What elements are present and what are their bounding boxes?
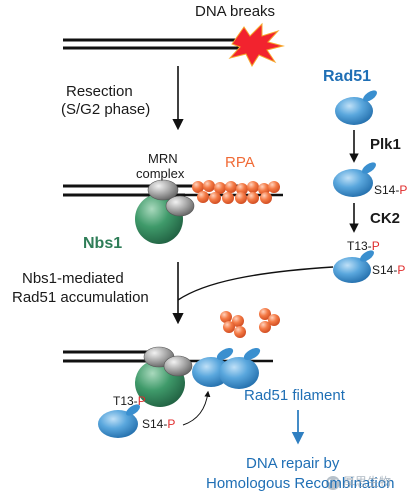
ck2-label: CK2: [370, 210, 401, 227]
watermark-text: 厚思生物: [343, 475, 392, 489]
rpa-bead: [247, 181, 259, 193]
rpa-bead: [247, 192, 259, 204]
rpa-cluster-bound: [192, 180, 280, 204]
rad51-title-label: Rad51: [323, 68, 372, 85]
bottom-t13p-site-label: T13-P: [113, 395, 146, 407]
rpa-bead: [203, 180, 215, 192]
rpa-bead: [222, 192, 234, 204]
rpa-bead: [197, 191, 209, 203]
phospho-mark: P: [399, 183, 408, 197]
watermark-badge: [326, 476, 340, 490]
dna-breaks-label: DNA breaks: [195, 3, 276, 20]
mrn-complex-label-line1: MRN: [148, 151, 178, 166]
intact-dna: [63, 38, 245, 50]
rad51-filament-label: Rad51 filament: [244, 387, 345, 404]
rpa-bead: [268, 181, 280, 193]
phospho-mark: P: [167, 417, 176, 431]
accumulation-label-line2: Rad51 accumulation: [12, 289, 149, 306]
mrn-complex-label-line2: complex: [136, 166, 185, 181]
mrn-complex: [147, 179, 195, 217]
rpa-label: RPA: [225, 154, 255, 171]
s14-text: S14-: [372, 263, 398, 277]
s14-text: S14-: [142, 417, 168, 431]
bottom-s14p-site-label: S14-P: [142, 418, 175, 430]
rpa-bead: [258, 183, 270, 195]
merge-arrow-curve: [177, 266, 334, 301]
accumulation-label-line1: Nbs1-mediated: [22, 270, 124, 287]
dna-repair-label-line1: DNA repair by: [246, 455, 340, 472]
plk1-label: Plk1: [370, 136, 401, 153]
nbs1-label: Nbs1: [83, 235, 123, 252]
dna-repair-label-line2: Homologous Recombination: [206, 475, 395, 492]
rad51-s14p-site-label-2: S14-P: [372, 264, 405, 276]
resection-phase-label: (S/G2 phase): [61, 101, 151, 118]
rpa-bead: [235, 192, 247, 204]
mrn-complex-bottom: [143, 346, 193, 377]
recruitment-curved-arrow: [182, 390, 211, 426]
rad51-t13p-site-label: T13-P: [347, 240, 380, 252]
rpa-bead: [260, 192, 272, 204]
rad51-double-phospho-protein: [333, 250, 374, 283]
s14-text: S14-: [374, 183, 400, 197]
t13-text: T13-: [347, 239, 372, 253]
rpa-bead: [214, 182, 226, 194]
rpa-bead: [192, 181, 204, 193]
rad51-s14p-protein: [333, 162, 376, 197]
rad51-free-protein: [335, 90, 377, 125]
rad51-filament-proteins: [192, 348, 261, 389]
resection-label: Resection: [66, 83, 133, 100]
rpa-bead: [209, 192, 221, 204]
rpa-bead: [236, 183, 248, 195]
phospho-mark: P: [371, 239, 380, 253]
phospho-mark: P: [137, 394, 146, 408]
rpa-bead: [225, 181, 237, 193]
dna-break-burst: [228, 22, 285, 68]
rpa-free-cluster-2: [259, 308, 280, 333]
t13-text: T13-: [113, 394, 138, 408]
rad51-s14p-site-label: S14-P: [374, 184, 407, 196]
phospho-mark: P: [397, 263, 406, 277]
rpa-free-cluster-1: [220, 311, 246, 338]
rad51-recruited-protein: [98, 404, 140, 438]
